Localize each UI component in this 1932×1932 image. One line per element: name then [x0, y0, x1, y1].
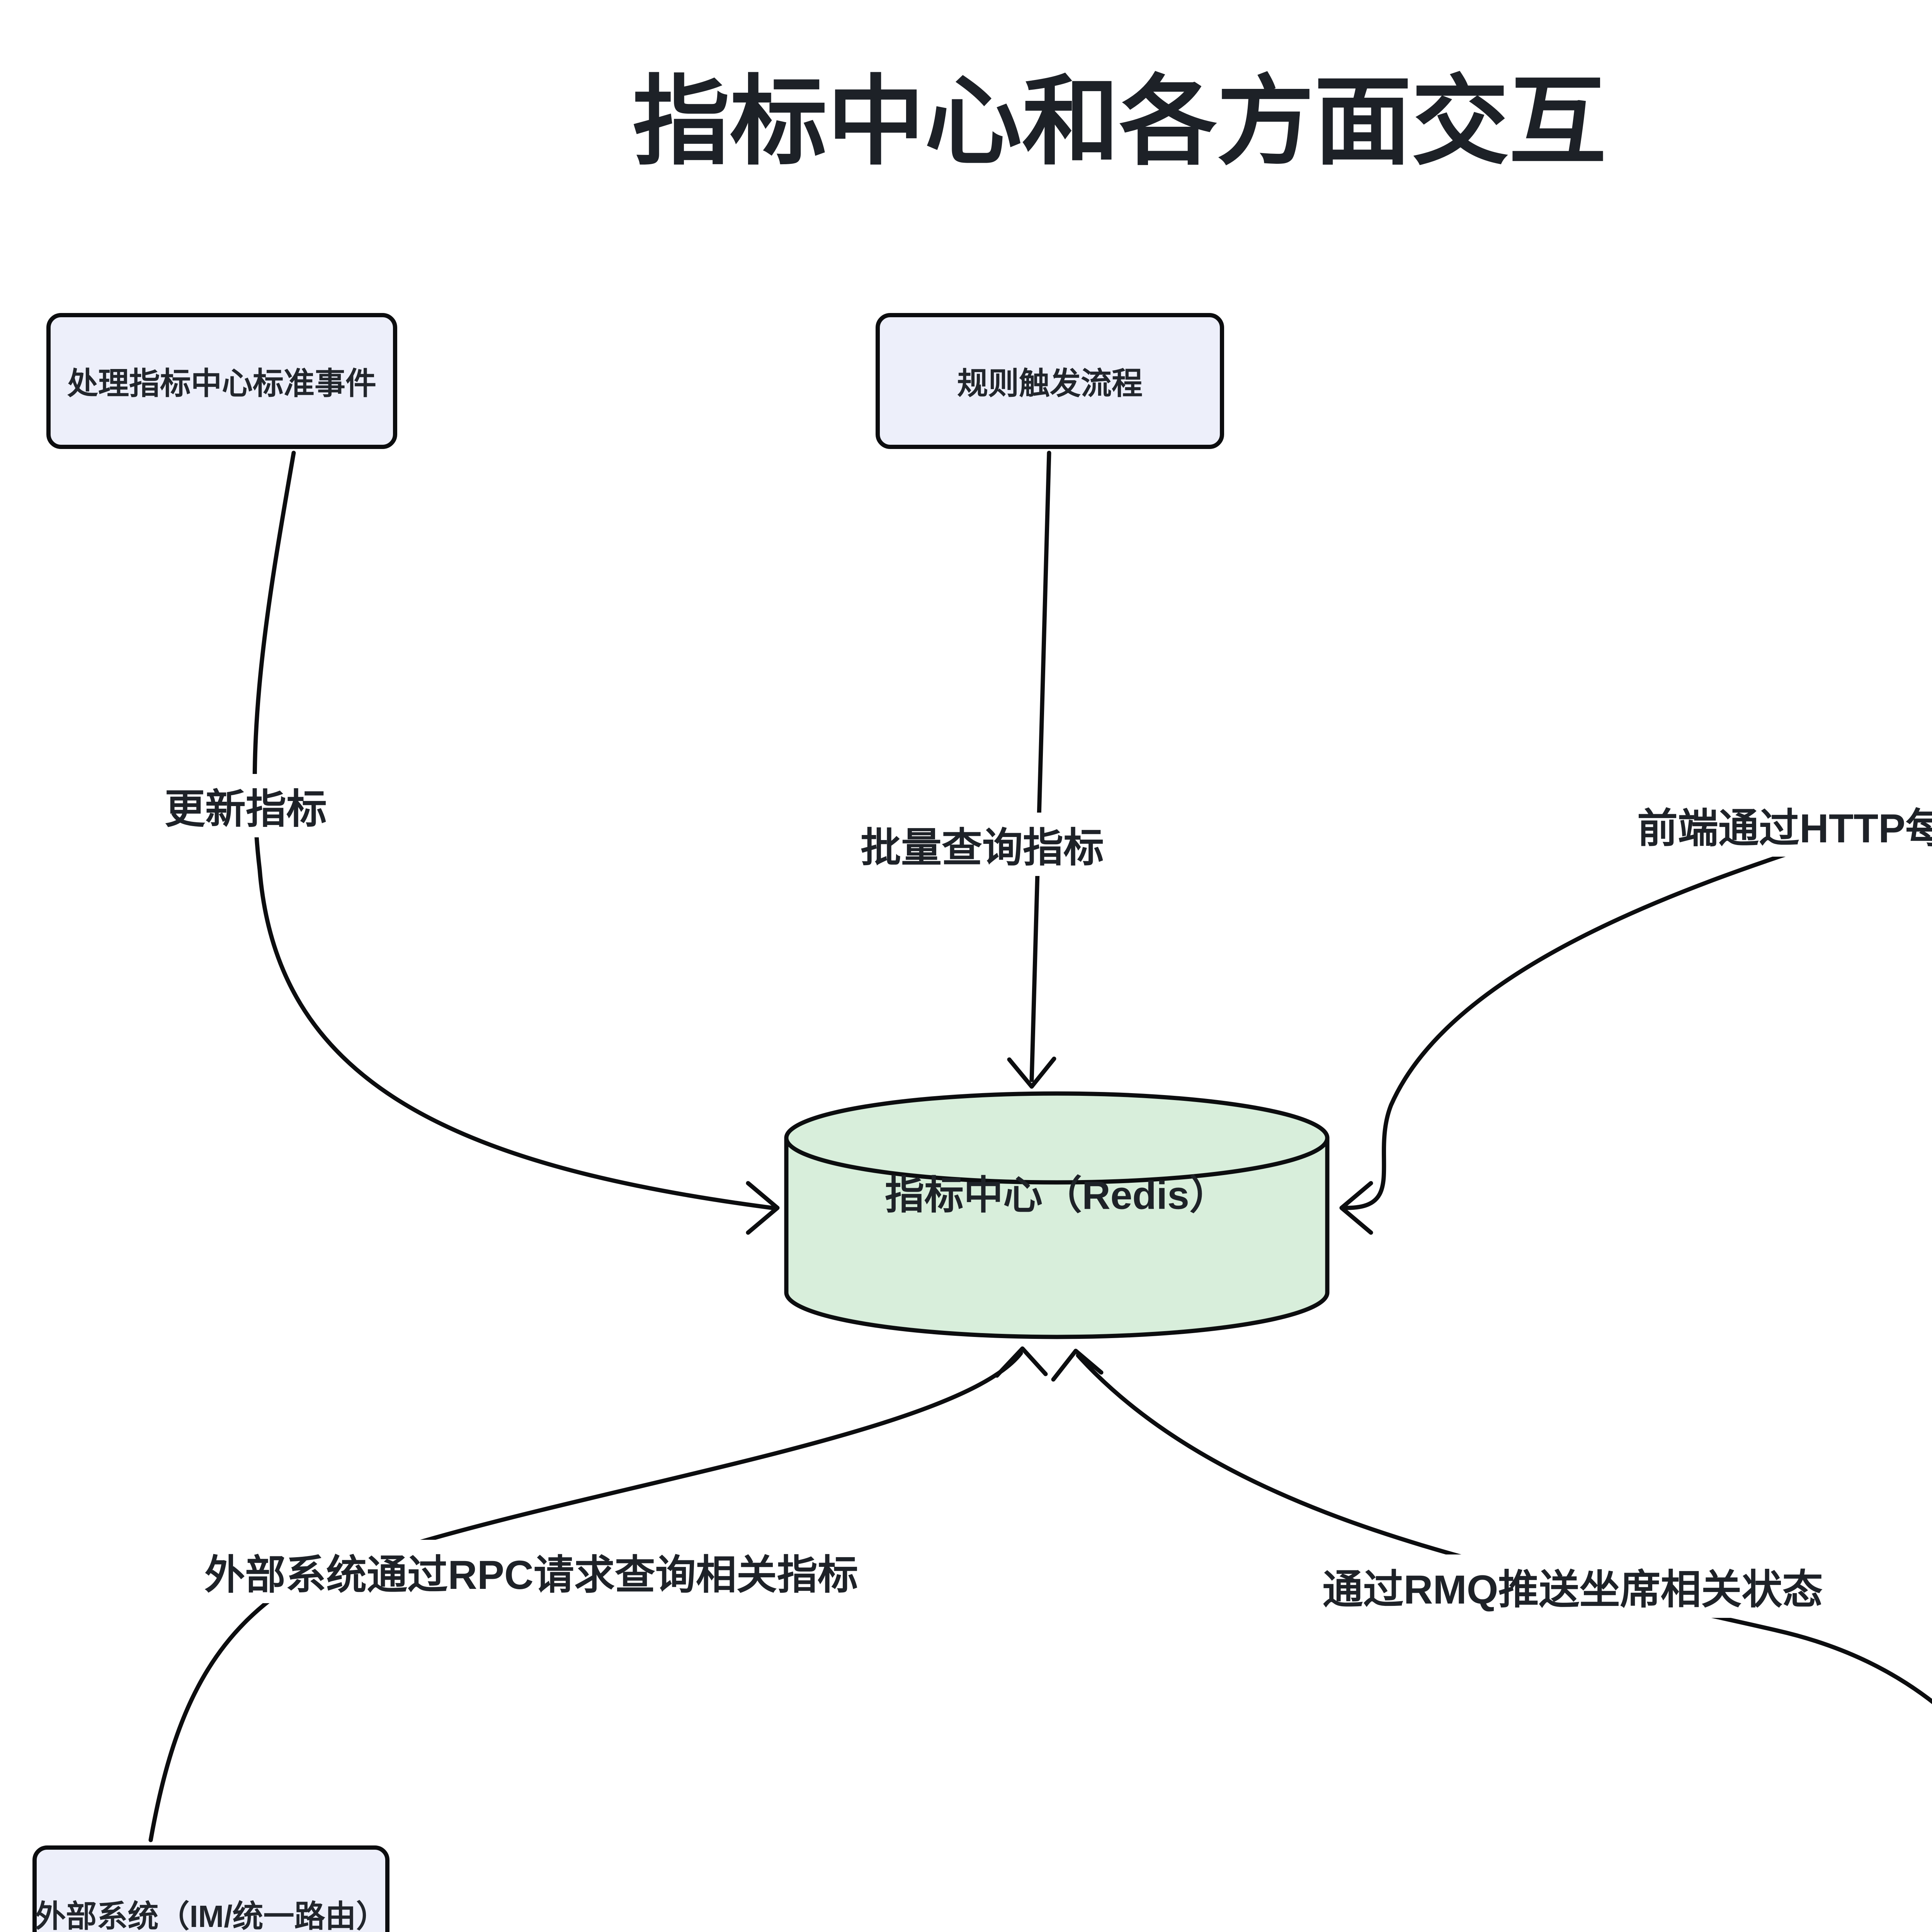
cylinder-shape [784, 1091, 1330, 1339]
edge-label-update-metrics: 更新指标 [159, 774, 333, 837]
node-standard-events: 处理指标中心标准事件 [46, 313, 397, 449]
edge-label-http-poll: 前端通过HTTP每5s查询一次指标实时数据 [1632, 793, 1932, 857]
arrowhead-up-left-icon [995, 1346, 1048, 1378]
edge-label-rpc-query: 外部系统通过RPC请求查询相关指标 [199, 1540, 864, 1603]
node-external-system: 外部系统（IM/统一路由） [32, 1845, 389, 1932]
node-rule-trigger-label: 规则触发流程 [957, 366, 1143, 401]
arrowhead-down-icon [1007, 1056, 1056, 1089]
edge-label-batch-query: 批量查询指标 [855, 813, 1110, 876]
edge-batch-query [1029, 451, 1051, 1082]
node-standard-events-label: 处理指标中心标准事件 [67, 366, 376, 401]
arrowhead-left-icon [1339, 1181, 1373, 1235]
arrowhead-right-icon [746, 1181, 780, 1235]
arrowhead-up-right-icon [1051, 1349, 1104, 1382]
node-rule-trigger: 规则触发流程 [876, 313, 1224, 449]
diagram-title: 指标中心和各方面交互 [632, 68, 1606, 176]
node-external-system-label: 外部系统（IM/统一路由） [35, 1899, 387, 1932]
edge-http-poll [1345, 798, 1932, 1210]
edge-label-rmq-push: 通过RMQ推送坐席相关状态 [1317, 1554, 1828, 1618]
edge-update-metrics [252, 451, 774, 1210]
node-metric-center-label: 指标中心（Redis） [885, 1173, 1229, 1218]
